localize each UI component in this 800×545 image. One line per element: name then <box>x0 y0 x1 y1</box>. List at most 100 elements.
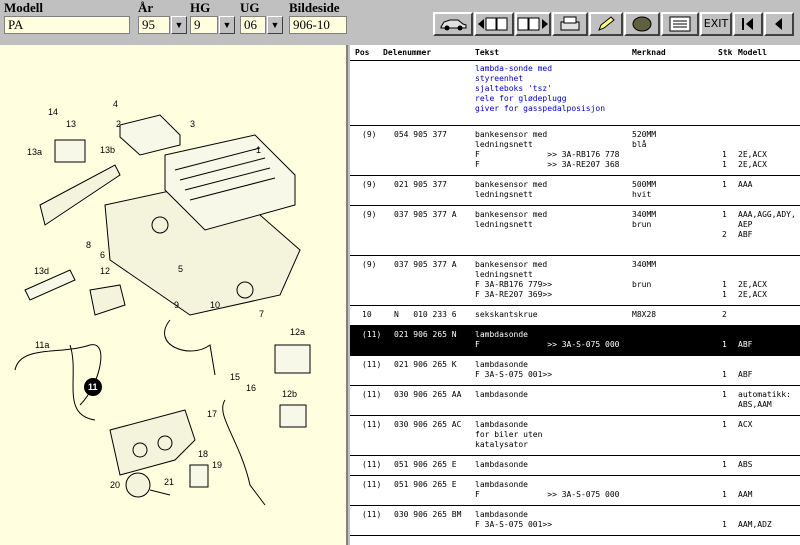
ar-dropdown-button[interactable]: ▼ <box>171 16 187 34</box>
row-text: lambdasonde <box>475 360 528 369</box>
row-pos: (9) <box>362 180 377 189</box>
row-merknad: 520MM <box>632 130 657 139</box>
ug-field[interactable]: 06 <box>240 16 266 34</box>
parts-diagram: 11 1 2 3 4 5 6 7 8 9 10 11a 12 12a 12b 1… <box>0 45 348 545</box>
parts-list[interactable]: Pos Delenummer Tekst Merknad Stk Modell … <box>350 45 800 545</box>
bildeside-label: Bildeside <box>289 0 340 15</box>
row-stk: 1 <box>722 460 727 469</box>
selected-callout-marker <box>84 378 102 396</box>
prev-hg-button[interactable] <box>474 12 514 36</box>
column-header: Pos Delenummer Tekst Merknad Stk Modell <box>350 45 800 61</box>
row-part-number: 021 906 265 N <box>394 330 457 339</box>
row-text: F 3A-S-075 001>> <box>475 520 553 529</box>
row-stk: 1 <box>722 180 727 189</box>
row-merknad: 500MM <box>632 180 657 189</box>
hg-field[interactable]: 9 <box>190 16 218 34</box>
row-pos: (9) <box>362 130 377 139</box>
row-text: lambdasonde <box>475 510 528 519</box>
row-merknad: 340MM <box>632 210 657 219</box>
prev-group-icon <box>478 17 508 31</box>
intro-line: lambda-sonde med <box>475 64 553 73</box>
exit-label: EXIT <box>703 17 729 30</box>
row-text: lambdasonde <box>475 330 528 339</box>
back-arrow-icon <box>775 18 782 30</box>
row-pos: (11) <box>362 460 382 469</box>
row-modell: automatikk: <box>738 390 791 399</box>
row-part-number: 030 906 265 BM <box>394 510 462 519</box>
header-bar: Modell PA År 95 ▼ HG 9 ▼ UG 06 ▼ Bildesi… <box>0 0 800 38</box>
next-hg-button[interactable] <box>515 12 551 36</box>
row-modell: ABF <box>738 230 753 239</box>
row-stk: 1 <box>722 280 727 289</box>
hg-dropdown-button[interactable]: ▼ <box>219 16 235 34</box>
svg-text:12a: 12a <box>290 327 305 337</box>
printer-icon <box>560 16 580 31</box>
row-text: lambdasonde <box>475 480 528 489</box>
row-part-number: 051 906 265 E <box>394 460 457 469</box>
svg-text:5: 5 <box>178 264 183 274</box>
row-merknad: 340MM <box>632 260 657 269</box>
row-text: lambdasonde <box>475 460 528 469</box>
row-pos: (11) <box>362 420 382 429</box>
row-stk: 1 <box>722 520 727 529</box>
col-tekst: Tekst <box>475 48 500 57</box>
row-modell: 2E,ACX <box>738 290 767 299</box>
row-part-number: 054 905 377 <box>394 130 447 139</box>
first-button[interactable] <box>733 12 763 36</box>
svg-text:17: 17 <box>207 409 217 419</box>
edit-button[interactable] <box>589 12 623 36</box>
row-merknad: brun <box>632 280 652 289</box>
car-icon <box>440 19 467 31</box>
list-button[interactable] <box>661 12 699 36</box>
exploded-view-image: 11 1 2 3 4 5 6 7 8 9 10 11a 12 12a 12b 1… <box>14 99 311 506</box>
row-part-number: 051 906 265 E <box>394 480 457 489</box>
row-stk: 1 <box>722 370 727 379</box>
row-text: F 3A-RB176 779>> <box>475 280 553 289</box>
col-pos: Pos <box>355 48 370 57</box>
back-button[interactable] <box>764 12 794 36</box>
ar-field[interactable]: 95 <box>138 16 170 34</box>
row-pos: 10 <box>362 310 372 319</box>
row-pos: (11) <box>362 360 382 369</box>
row-text: ledningsnett <box>475 190 533 199</box>
exit-button[interactable]: EXIT <box>700 12 732 36</box>
row-text: F >> 3A-RE207 368 <box>475 160 620 169</box>
svg-text:4: 4 <box>113 99 118 109</box>
first-page-icon <box>742 18 753 30</box>
row-text: bankesensor med <box>475 130 548 139</box>
row-merknad: M8X28 <box>632 310 657 319</box>
svg-text:7: 7 <box>259 309 264 319</box>
svg-text:18: 18 <box>198 449 208 459</box>
col-stk: Stk <box>718 48 733 57</box>
modell-field[interactable]: PA <box>4 16 130 34</box>
row-text: F 3A-RE207 369>> <box>475 290 553 299</box>
ug-dropdown-button[interactable]: ▼ <box>267 16 283 34</box>
row-text: ledningsnett <box>475 270 533 279</box>
row-text: sekskantskrue <box>475 310 538 319</box>
row-modell: ACX <box>738 420 753 429</box>
vehicle-button[interactable] <box>433 12 473 36</box>
bildeside-field[interactable]: 906-10 <box>289 16 347 34</box>
svg-text:2: 2 <box>116 119 121 129</box>
row-stk: 1 <box>722 210 727 219</box>
row-stk: 1 <box>722 390 727 399</box>
ar-label: År <box>138 0 154 15</box>
row-stk: 1 <box>722 150 727 159</box>
globe-button[interactable] <box>624 12 660 36</box>
print-button[interactable] <box>552 12 588 36</box>
svg-text:19: 19 <box>212 460 222 470</box>
